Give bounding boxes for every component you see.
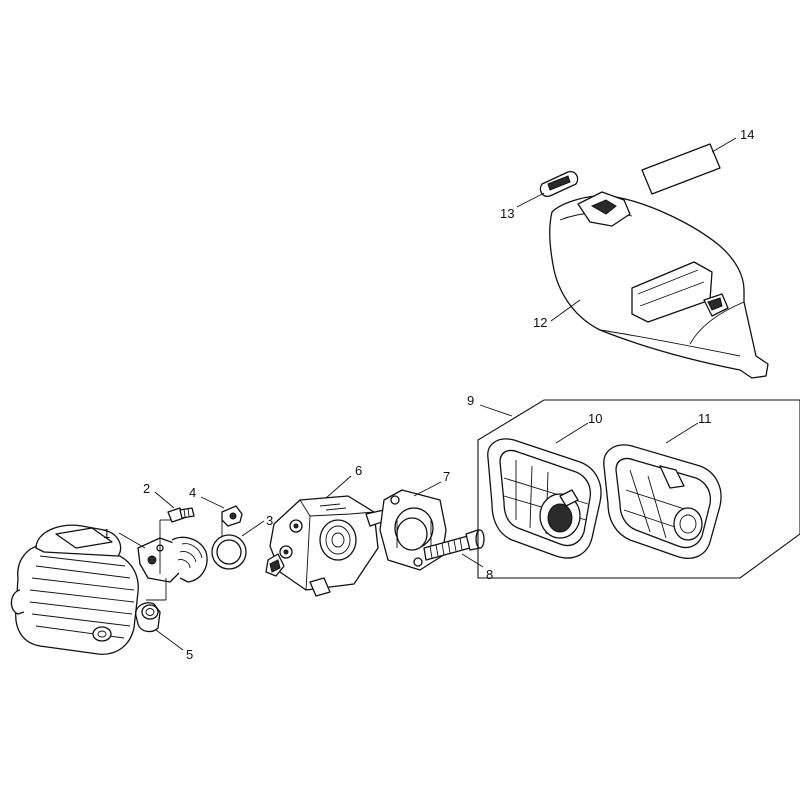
o-ring-part-3[interactable] [211, 534, 247, 570]
leader-7 [413, 481, 442, 497]
leader-4 [200, 496, 225, 509]
callout-1: 1 [103, 526, 110, 541]
callout-12: 12 [533, 315, 547, 330]
callout-14: 14 [740, 127, 754, 142]
filter-housing-part-10[interactable] [487, 438, 602, 559]
leader-8 [461, 553, 484, 568]
callout-5: 5 [186, 647, 193, 662]
leader-9 [479, 404, 513, 417]
leader-6 [325, 475, 352, 499]
air-filter-group-box [477, 399, 800, 579]
callout-4: 4 [189, 485, 196, 500]
carburetor-part-6[interactable] [265, 495, 389, 597]
filter-cover-part-11[interactable] [603, 444, 722, 559]
callout-9: 9 [467, 393, 474, 408]
label-part-14[interactable] [641, 143, 721, 195]
leader-2 [154, 491, 175, 509]
callout-7: 7 [443, 469, 450, 484]
leader-12 [550, 299, 581, 322]
leader-13 [516, 192, 545, 208]
leader-5 [155, 629, 184, 651]
cylinder-part[interactable] [10, 524, 139, 655]
intake-manifold-part-1[interactable] [137, 536, 208, 583]
leader-10 [555, 422, 589, 444]
sleeve-part-5[interactable] [135, 602, 161, 633]
insulator-flange-part-7[interactable] [379, 489, 447, 571]
leader-11 [665, 422, 699, 444]
callout-3: 3 [266, 513, 273, 528]
leader-14 [711, 137, 737, 153]
grip-part-13[interactable] [539, 171, 579, 197]
screw-part-2[interactable] [167, 507, 195, 523]
callout-13: 13 [500, 206, 514, 221]
callout-6: 6 [355, 463, 362, 478]
callout-8: 8 [486, 567, 493, 582]
leader-1 [118, 532, 146, 549]
callout-11: 11 [698, 411, 712, 426]
top-cover-part-12[interactable] [549, 191, 769, 379]
callout-10: 10 [588, 411, 602, 426]
clip-part-4[interactable] [221, 505, 243, 527]
leader-3 [241, 520, 265, 537]
callout-2: 2 [143, 481, 150, 496]
